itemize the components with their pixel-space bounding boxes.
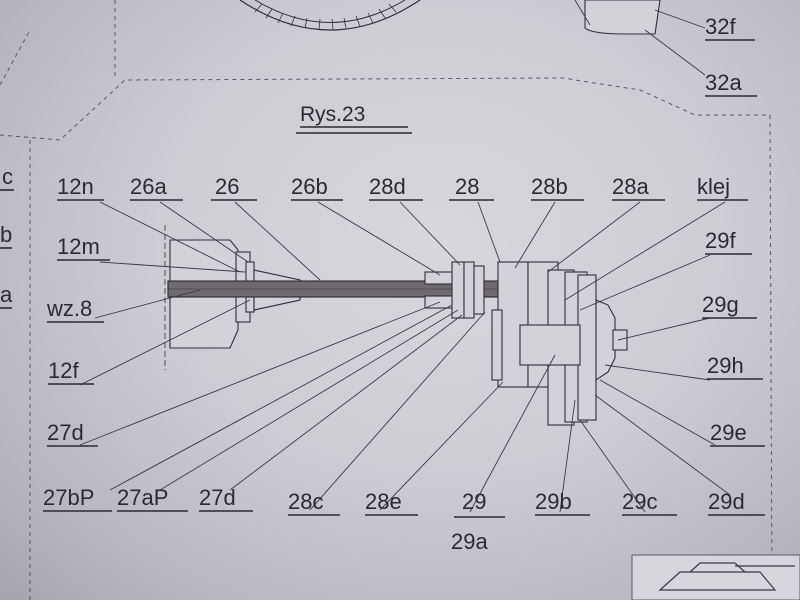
leader-lines bbox=[79, 201, 731, 513]
part-32-drawing bbox=[574, 0, 706, 76]
label-27bP: 27bP bbox=[43, 485, 94, 510]
label-32a: 32a bbox=[705, 70, 742, 95]
shaft-wz8 bbox=[167, 280, 554, 298]
label-29d: 29d bbox=[708, 489, 745, 514]
label-27d-bottom: 27d bbox=[199, 485, 236, 510]
label-27d-left: 27d bbox=[47, 420, 84, 445]
edge-label-c: c bbox=[2, 164, 13, 189]
label-27aP: 27aP bbox=[117, 485, 168, 510]
gear-wheel-partial bbox=[239, 0, 421, 31]
label-29a: 29a bbox=[451, 529, 488, 554]
label-wz8: wz.8 bbox=[46, 296, 92, 321]
label-28e: 28e bbox=[365, 489, 402, 514]
label-28d: 28d bbox=[369, 174, 406, 199]
label-28b: 28b bbox=[531, 174, 568, 199]
label-29: 29 bbox=[462, 489, 486, 514]
label-28: 28 bbox=[455, 174, 479, 199]
label-klej: klej bbox=[697, 174, 730, 199]
part-28-gear bbox=[451, 261, 485, 319]
label-12n: 12n bbox=[57, 174, 94, 199]
label-29b: 29b bbox=[535, 489, 572, 514]
label-29h: 29h bbox=[707, 353, 744, 378]
labels: Rys.23 12n 26a 26 26b 28d 28 28b 28a kle… bbox=[0, 14, 765, 554]
label-12f: 12f bbox=[48, 358, 79, 383]
panel-borders bbox=[0, 0, 773, 600]
label-28a: 28a bbox=[612, 174, 649, 199]
edge-label-a: a bbox=[0, 282, 13, 307]
label-29e: 29e bbox=[710, 420, 747, 445]
label-26: 26 bbox=[215, 174, 239, 199]
label-28c: 28c bbox=[288, 489, 323, 514]
tank-thumbnail bbox=[631, 554, 800, 600]
label-29f: 29f bbox=[705, 228, 736, 253]
label-29g: 29g bbox=[702, 292, 739, 317]
figure-title: Rys.23 bbox=[300, 103, 365, 126]
label-26a: 26a bbox=[130, 174, 167, 199]
label-29c: 29c bbox=[622, 489, 657, 514]
label-26b: 26b bbox=[291, 174, 328, 199]
part-29d-hub bbox=[595, 299, 628, 382]
edge-label-b: b bbox=[0, 222, 12, 247]
label-32f: 32f bbox=[705, 14, 736, 39]
label-12m: 12m bbox=[57, 234, 100, 259]
